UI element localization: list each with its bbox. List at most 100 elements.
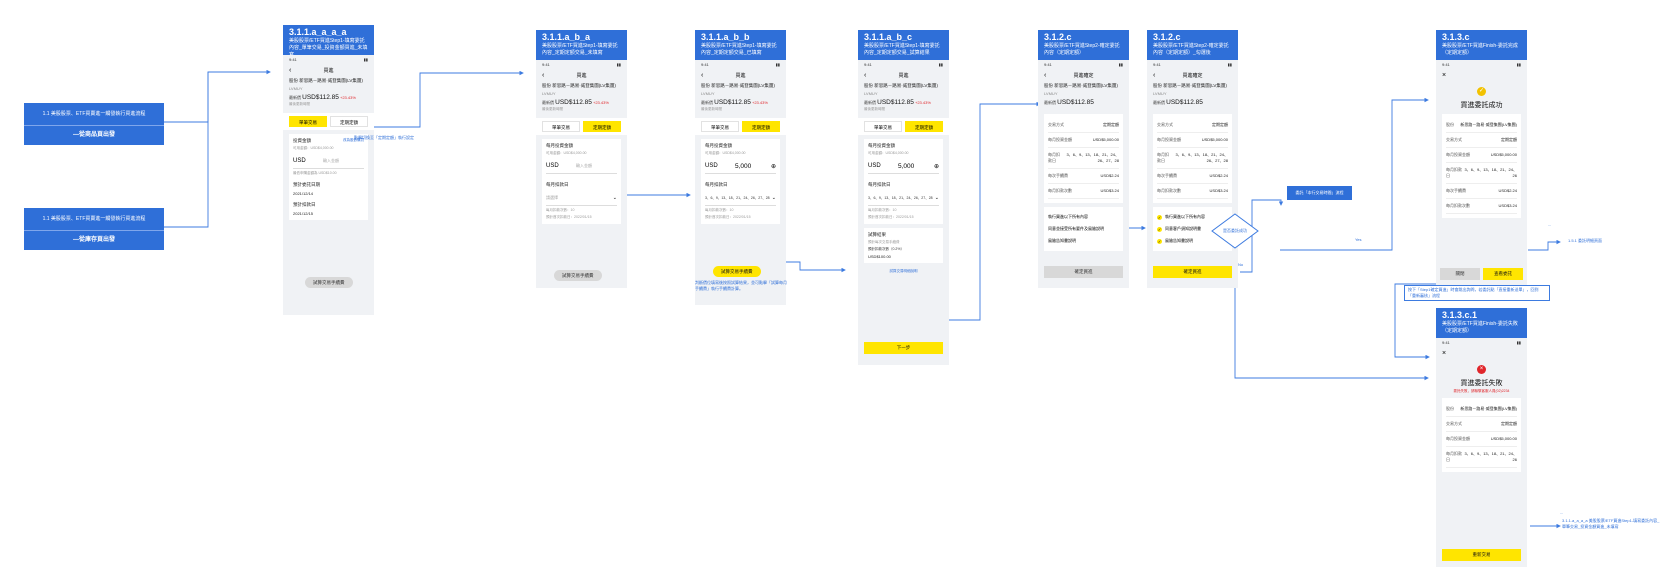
status-bar: 9:41▮▮ xyxy=(701,62,780,67)
decision-yes: Yes xyxy=(1355,237,1362,242)
close-icon[interactable]: × xyxy=(1442,71,1447,79)
agree-all[interactable]: ✓執行買進以下所有內容 xyxy=(1157,214,1205,220)
detail-row: 交易方式定期定額 xyxy=(1048,118,1119,133)
trade-tabs: 單筆交易 定期定額 xyxy=(858,118,949,135)
note-calc-hint: 判斷價位填寫後按照試算結果，並可點擊「試算每月手續費」執行手續費計算。 xyxy=(695,280,787,291)
back-icon[interactable]: ‹ xyxy=(1044,71,1047,79)
tab-regular[interactable]: 定期定額 xyxy=(583,121,621,132)
note-modal: 按下「Step1確定買進」時會跳出詢問，若委託點「直接重新送單」，回到「重新審核… xyxy=(1404,285,1550,301)
entry-line1: 1.1 美股股票、ETF買賣進一觸發執行買進流程 xyxy=(24,103,164,126)
entry-line1: 1.1 美股股票、ETF買賣進一觸發執行買進流程 xyxy=(24,208,164,231)
calc-fee-button[interactable]: 試算交易手續費 xyxy=(713,266,761,277)
detail-row: 交易方式定期定額 xyxy=(1446,417,1517,432)
detail-row: 交易方式定期定額 xyxy=(1446,133,1517,148)
agree-risk-notice[interactable]: 風險告知書說明 xyxy=(1048,238,1076,243)
tab-single[interactable]: 單筆交易 xyxy=(864,121,902,132)
trade-tabs: 單筆交易 定期定額 xyxy=(536,118,627,135)
tab-regular[interactable]: 定期定額 xyxy=(330,116,368,127)
confirm-buy-button[interactable]: 確定買進 xyxy=(1153,266,1232,278)
tab-single[interactable]: 單筆交易 xyxy=(289,116,327,127)
check-icon: ✓ xyxy=(1157,226,1162,232)
connector-entry2 xyxy=(164,72,209,228)
status-bar: 9:41▮▮ xyxy=(864,62,943,67)
trade-tabs: 單筆交易 定期定額 xyxy=(695,118,786,135)
nav-bar: ‹買進 xyxy=(542,71,587,79)
connector-yes xyxy=(1280,97,1429,251)
decision-label: 是否委託成功 xyxy=(1223,228,1247,233)
nav-bar: ‹買進 xyxy=(289,66,334,74)
tab-regular[interactable]: 定期定額 xyxy=(742,121,780,132)
day-select[interactable]: 3、6、9、13、18、21、24、26、27、28⌄ xyxy=(705,191,776,206)
day-select[interactable]: 3、6、9、13、18、21、24、26、27、28⌄ xyxy=(868,191,939,206)
back-icon[interactable]: ‹ xyxy=(864,71,867,79)
decision-diamond xyxy=(1211,213,1259,249)
close-button[interactable]: 關閉 xyxy=(1440,268,1480,280)
agree-risk[interactable]: 同意並接受所有要件及風險說明 xyxy=(1048,226,1104,231)
mode-switch-link[interactable]: 改為股數購買 xyxy=(343,138,364,142)
back-icon[interactable]: ‹ xyxy=(289,66,292,74)
confirm-buy-button[interactable]: 確定買進 xyxy=(1044,266,1123,278)
connector-confirm xyxy=(1240,199,1284,273)
calc-detail-link[interactable]: 試算交易明細說明 xyxy=(889,269,918,273)
connector-next xyxy=(934,101,1041,321)
agree-all[interactable]: 執行買進以下所有內容 xyxy=(1048,214,1088,219)
back-icon[interactable]: ‹ xyxy=(1153,71,1156,79)
stock-info: 股份 新思路－路易·威登集團(LV集團) LVMUY 最新價 USD$112.8… xyxy=(289,78,363,106)
back-icon[interactable]: ‹ xyxy=(701,71,704,79)
tab-single[interactable]: 單筆交易 xyxy=(542,121,580,132)
day-select[interactable]: 請選擇⌄ xyxy=(546,191,617,206)
phone-screen: 9:41▮▮ ‹買進 股份 新思路－路易·威登集團(LV集團) LVMUY 最新… xyxy=(695,60,786,305)
close-icon[interactable]: × xyxy=(1442,349,1447,357)
nav-bar: × xyxy=(1436,69,1527,81)
retry-button[interactable]: 重新交易 xyxy=(1442,549,1521,561)
agreement-card: 執行買進以下所有內容 同意並接受所有要件及風險說明 風險告知書說明 xyxy=(1044,207,1123,251)
calc-fee-button[interactable]: 試算交易手續費 xyxy=(554,270,602,281)
detail-row: 股份新思路－路易·威登集團(LV集團) xyxy=(1446,118,1517,133)
decision-no: No xyxy=(1238,262,1244,267)
detail-row: 交易方式定期定額 xyxy=(1157,118,1228,133)
note-ellipsis-2: ... xyxy=(1560,510,1564,515)
connector-entry1 xyxy=(164,69,271,123)
agree-terms[interactable]: ✓同意客戶須知說明書 xyxy=(1157,226,1201,232)
note-switch-regular: 點擊切換至「定期定額」執行設定 xyxy=(354,135,414,140)
stock-info: 股份 新思路－路易·威登集團(LV集團) LVMUY 最新價 USD$112.8… xyxy=(701,83,775,111)
detail-row: 股份新思路－路易·威登集團(LV集團) xyxy=(1446,402,1517,417)
status-bar: 9:41▮▮ xyxy=(542,62,621,67)
nav-bar: ‹買進確定 xyxy=(1044,71,1094,79)
tab-single[interactable]: 單筆交易 xyxy=(701,121,739,132)
result-header: ✓ 買進委託成功 xyxy=(1460,87,1503,109)
phone-screen: 9:41▮▮ ‹買進 股份 新思路－路易·威登集團(LV集團) LVMUY 最新… xyxy=(858,60,949,365)
stock-info: 股份 新思路－路易·威登集團(LV集團) LVMUY 最新價 USD$112.8… xyxy=(1153,83,1227,106)
agree-risk-notice[interactable]: ✓風險告知書說明 xyxy=(1157,238,1193,244)
success-check-icon: ✓ xyxy=(1477,87,1486,96)
view-order-button[interactable]: 查看委託 xyxy=(1483,268,1523,280)
back-icon[interactable]: ‹ xyxy=(542,71,545,79)
phone-screen: 9:41▮▮ × × 買進委託失敗 委託失敗，請聯繫客服人員(02)2234 股… xyxy=(1436,338,1527,567)
nav-bar: × xyxy=(1436,347,1527,359)
tab-regular[interactable]: 定期定額 xyxy=(905,121,943,132)
calc-fee-button[interactable]: 試算交易手續費 xyxy=(305,277,353,288)
next-button[interactable]: 下一步 xyxy=(864,342,943,354)
